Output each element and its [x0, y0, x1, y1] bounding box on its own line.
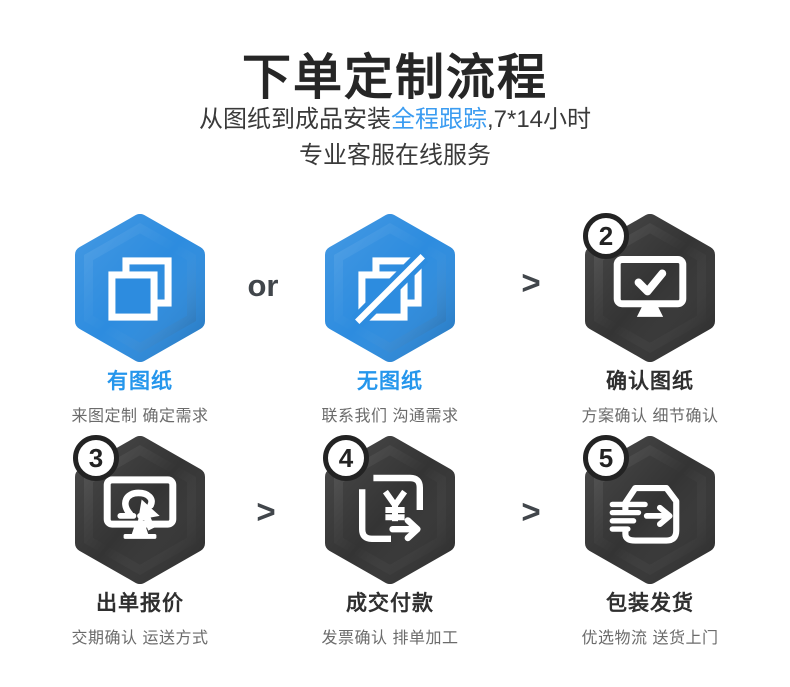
subtitle-line1: 从图纸到成品安装全程跟踪,7*14小时: [0, 102, 790, 138]
page-subtitle: 从图纸到成品安装全程跟踪,7*14小时 专业客服在线服务: [0, 102, 790, 174]
step-title: 有图纸: [107, 370, 173, 393]
step-number: 4: [338, 443, 354, 473]
step-has-drawings: 有图纸 来图定制 确定需求: [25, 214, 255, 426]
package-shipping-icon: [609, 484, 680, 544]
step-shipping: 5 包装发货 优选物流 送货上门: [535, 435, 765, 648]
step-title: 无图纸: [357, 370, 423, 393]
step-title: 包装发货: [606, 592, 694, 615]
subtitle-pre: 从图纸到成品安装: [198, 106, 391, 133]
step-desc: 联系我们 沟通需求: [321, 408, 459, 425]
dark-hexagon: [325, 436, 455, 584]
step-number: 5: [598, 443, 614, 473]
blue-hexagon: [325, 214, 455, 362]
no-drawings-icon: [351, 250, 429, 328]
step-title: 成交付款: [346, 592, 434, 615]
hex-graphic: 5: [583, 435, 715, 584]
step-payment: 4 成交付款 发票确认 排单加工: [275, 435, 505, 648]
step-title: 出单报价: [96, 592, 184, 615]
step-no-drawings: 无图纸 联系我们 沟通需求: [275, 214, 505, 426]
connector-arrow: >: [256, 493, 276, 530]
connector-arrow: >: [521, 493, 541, 530]
subtitle-post: ,7*14小时: [486, 106, 592, 133]
step-desc: 来图定制 确定需求: [71, 408, 209, 425]
hex-graphic: [75, 214, 205, 362]
monitor-cursor-icon: [103, 476, 177, 539]
step-number-badge: 3: [73, 435, 119, 481]
step-desc: 方案确认 细节确认: [581, 408, 719, 425]
payment-yen-arrow-icon: [359, 474, 424, 543]
blue-hexagon: [75, 214, 205, 362]
connector-or: or: [247, 268, 279, 303]
monitor-check-icon: [613, 255, 687, 317]
hex-graphic: 2: [583, 213, 715, 362]
page-title: 下单定制流程: [241, 51, 548, 105]
step-number: 2: [598, 221, 614, 251]
step-number: 3: [88, 443, 104, 473]
hex-graphic: 4: [323, 435, 455, 584]
subtitle-highlight: 全程跟踪: [390, 106, 487, 133]
hex-graphic: [325, 214, 455, 362]
step-desc: 优选物流 送货上门: [581, 630, 719, 647]
step-confirm-drawings: 2 确认图纸 方案确认 细节确认: [535, 213, 765, 426]
step-desc: 交期确认 运送方式: [71, 630, 209, 647]
dark-hexagon: [75, 436, 205, 584]
step-title: 确认图纸: [606, 370, 694, 393]
connector-arrow: >: [521, 264, 541, 301]
dark-hexagon: [585, 214, 715, 362]
subtitle-line2: 专业客服在线服务: [299, 142, 491, 169]
step-number-badge: 4: [323, 435, 369, 481]
drawings-icon: [108, 257, 172, 321]
step-number-badge: 5: [583, 435, 629, 481]
step-quote: 3 出单报价 交期确认 运送方式: [25, 435, 255, 648]
step-desc: 发票确认 排单加工: [321, 630, 459, 647]
hex-graphic: 3: [73, 435, 205, 584]
step-number-badge: 2: [583, 213, 629, 259]
